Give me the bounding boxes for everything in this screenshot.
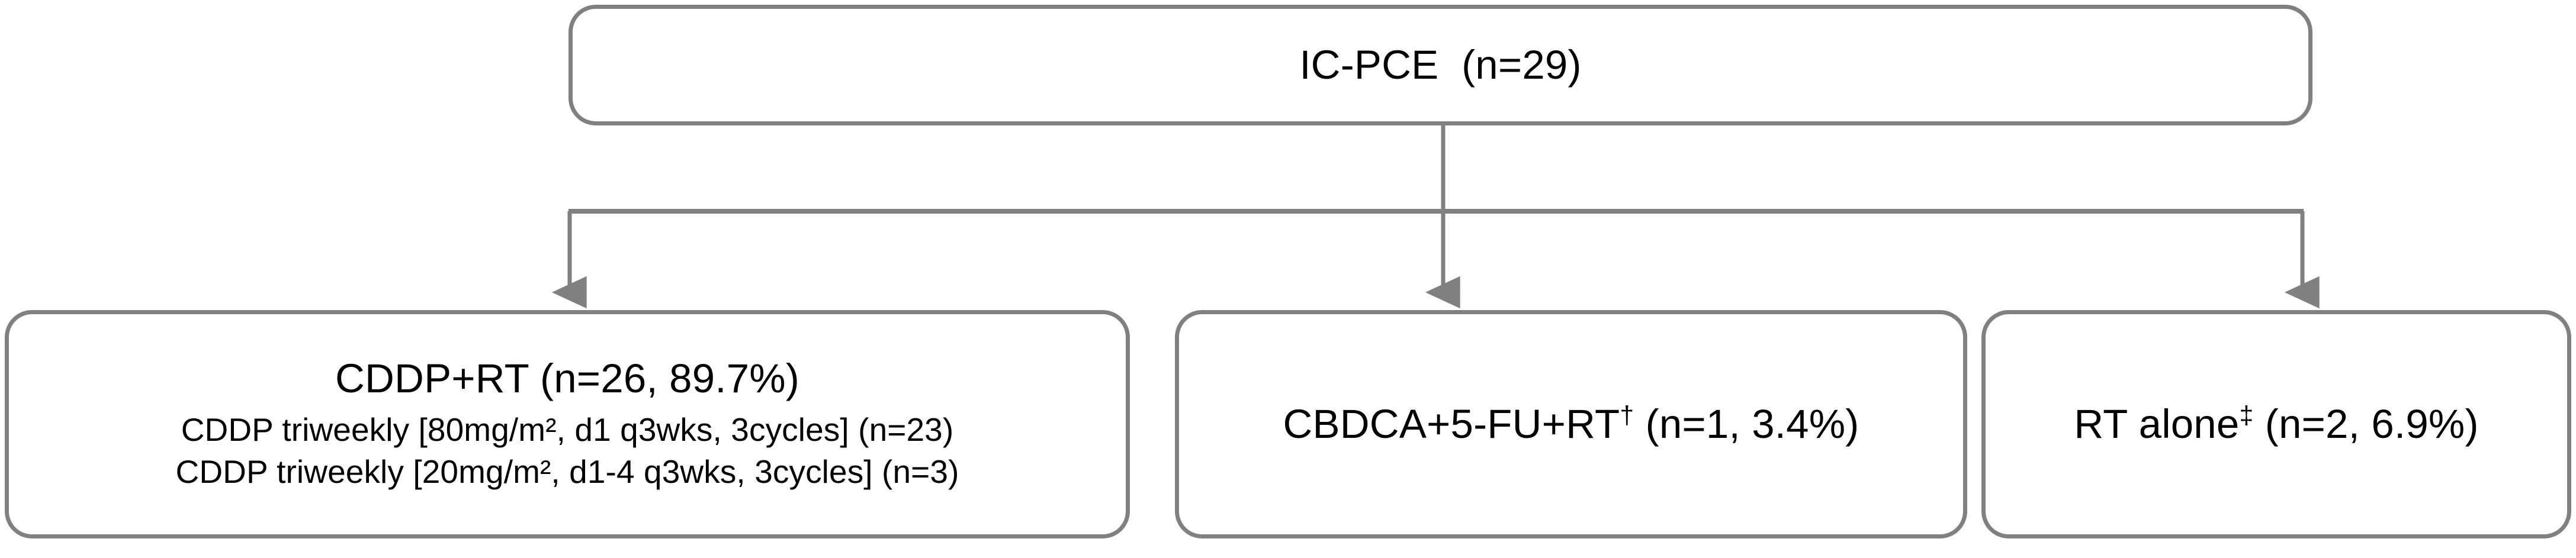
node-cddp-rt-subline-1: CDDP triweekly [80mg/m², d1 q3wks, 3cycl… — [181, 411, 954, 448]
node-cddp-rt-sublines: CDDP triweekly [80mg/m², d1 q3wks, 3cycl… — [176, 409, 959, 494]
node-cbdca-5fu-rt[interactable]: CBDCA+5-FU+RT† (n=1, 3.4%) — [1175, 310, 1967, 538]
node-ic-pce-root[interactable]: IC-PCE (n=29) — [568, 5, 2312, 125]
node-root-label: IC-PCE (n=29) — [1299, 41, 1582, 88]
node-cddp-rt[interactable]: CDDP+RT (n=26, 89.7%) CDDP triweekly [80… — [5, 310, 1130, 538]
node-cddp-rt-subline-2: CDDP triweekly [20mg/m², d1-4 q3wks, 3cy… — [175, 453, 959, 491]
node-cbdca-label-stats: (n=1, 3.4%) — [1634, 401, 1859, 447]
node-rt-alone-label-main: RT alone — [2074, 401, 2240, 447]
node-cbdca-label: CBDCA+5-FU+RT† (n=1, 3.4%) — [1283, 401, 1859, 448]
node-cddp-rt-label: CDDP+RT (n=26, 89.7%) — [335, 356, 800, 402]
footnote-double-dagger-mark: ‡ — [2239, 401, 2254, 430]
node-rt-alone[interactable]: RT alone‡ (n=2, 6.9%) — [1981, 310, 2571, 538]
node-cbdca-label-main: CBDCA+5-FU+RT — [1283, 401, 1620, 447]
node-rt-alone-label: RT alone‡ (n=2, 6.9%) — [2074, 401, 2478, 448]
footnote-dagger-mark: † — [1620, 401, 1634, 430]
node-rt-alone-label-stats: (n=2, 6.9%) — [2253, 401, 2479, 447]
